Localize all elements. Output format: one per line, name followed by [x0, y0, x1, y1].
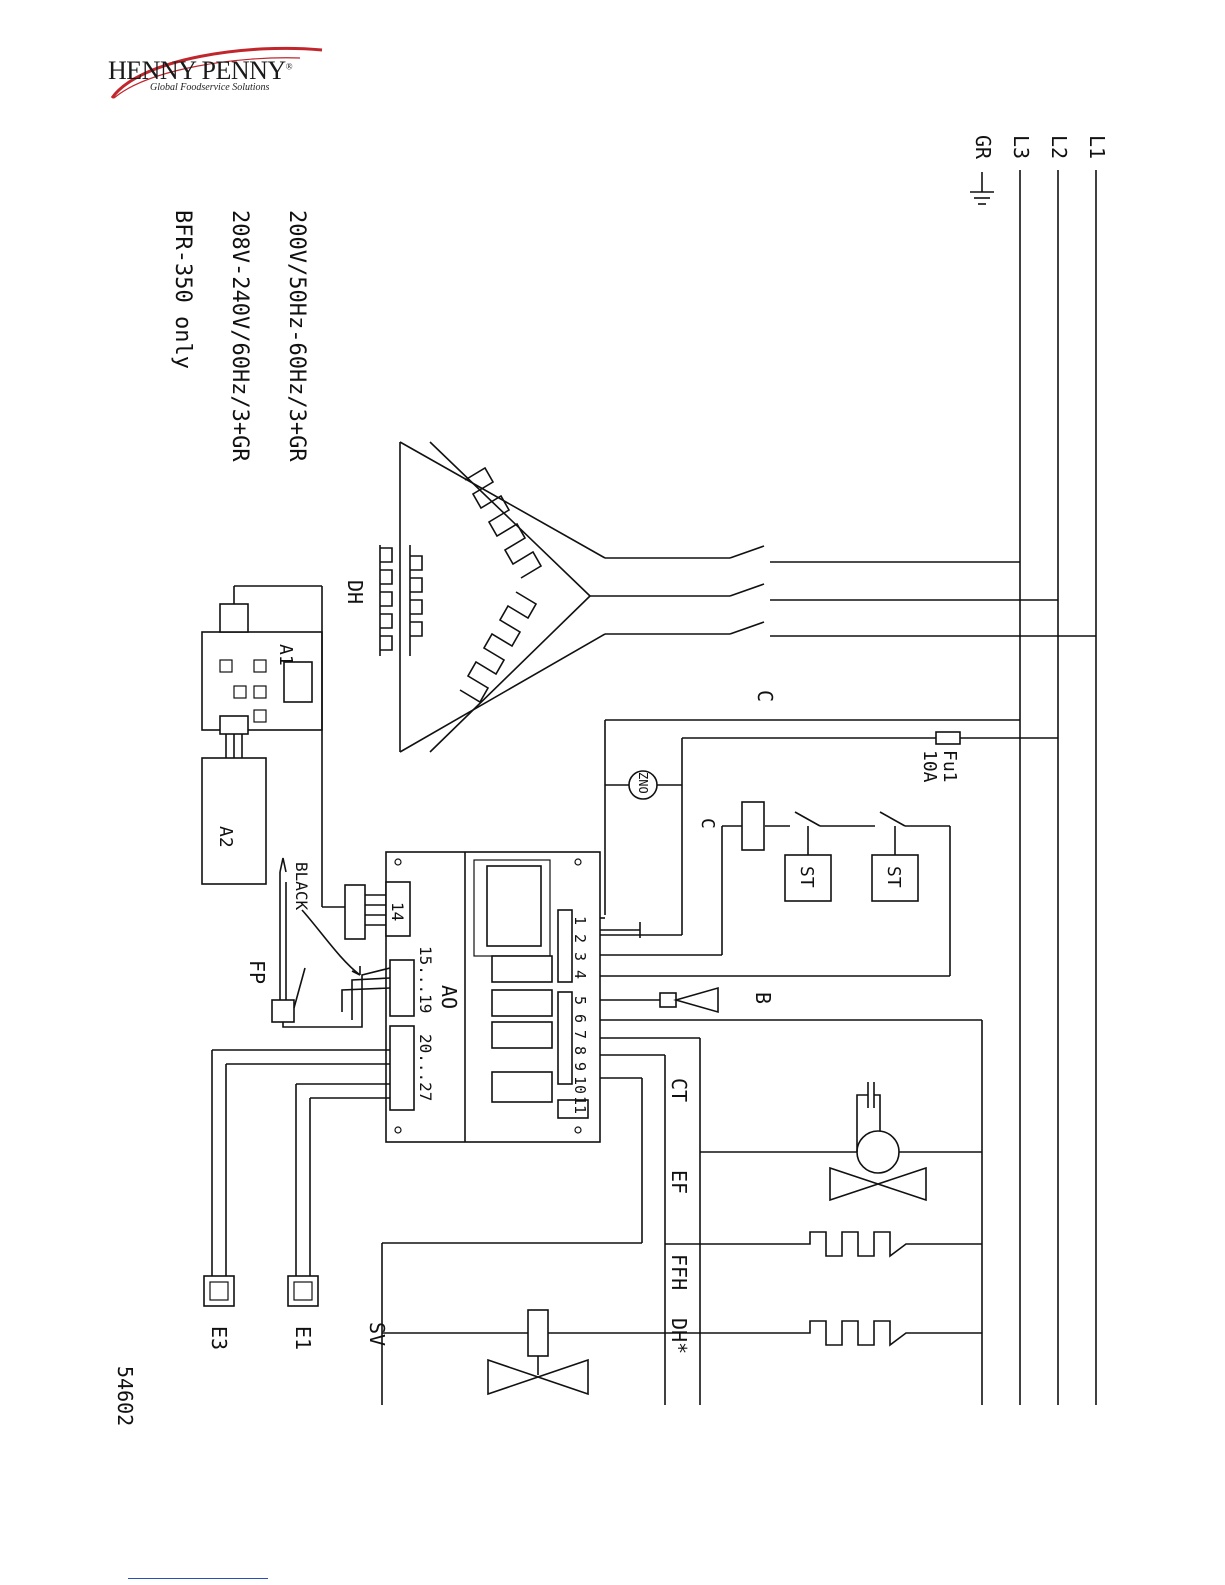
- contactor-coil-label: C: [697, 818, 718, 829]
- board-a2-label: A2: [215, 826, 236, 848]
- svg-text:7: 7: [571, 1030, 589, 1039]
- contactor-coil-icon: [742, 802, 764, 850]
- svg-text:4: 4: [571, 970, 589, 979]
- controller-label: AO: [437, 985, 461, 1009]
- svg-text:6: 6: [571, 1014, 589, 1023]
- ground-symbol-icon: [970, 172, 994, 204]
- terminal-strip-1-4: [558, 910, 572, 982]
- varistor-label: ZNO: [636, 772, 650, 794]
- heater-dh: [380, 545, 422, 656]
- terminals-15-19-label: 15...19: [416, 946, 435, 1013]
- thermostat-1-label: ST: [883, 866, 904, 888]
- controller-display: [487, 866, 541, 946]
- fuse-label: Fu1: [939, 750, 960, 783]
- sv-label: SV: [365, 1322, 389, 1346]
- heater-ffh-icon: [665, 1232, 982, 1256]
- label-gr: GR: [971, 135, 995, 160]
- heater-delta: [400, 442, 605, 752]
- food-probe-label: FP: [245, 960, 269, 984]
- terminal-block-15-19: [390, 960, 414, 1016]
- sensor-e3-icon: [204, 1276, 234, 1306]
- svg-text:11: 11: [571, 1096, 589, 1114]
- label-l1: L1: [1085, 135, 1109, 159]
- fuse-icon: [936, 732, 960, 744]
- svg-text:5: 5: [571, 996, 589, 1005]
- ffh-label: FFH: [667, 1254, 691, 1290]
- svg-text:1: 1: [571, 916, 589, 925]
- heater-dh-label: DH: [343, 580, 367, 604]
- svg-text:8: 8: [571, 1046, 589, 1055]
- sensor-e3-label: E3: [207, 1326, 231, 1350]
- svg-text:2: 2: [571, 934, 589, 943]
- supply-lines: [1020, 170, 1096, 1405]
- fan-motor-icon: [700, 1082, 982, 1200]
- terminal-strip-5-11: [558, 992, 572, 1084]
- svg-text:9: 9: [571, 1062, 589, 1071]
- wire-black-label: BLACK: [292, 862, 311, 911]
- label-l3: L3: [1009, 135, 1033, 159]
- board-a2: [202, 758, 266, 884]
- solenoid-valve-icon: [488, 1310, 588, 1394]
- terminals-20-27-label: 20...27: [416, 1034, 435, 1101]
- sensor-e1-label: E1: [291, 1326, 315, 1350]
- supply-labels: L1 L2 L3 GR: [971, 135, 1109, 160]
- fuse-rating: 10A: [919, 750, 940, 783]
- footer-rule: [128, 1578, 268, 1579]
- buzzer-label: B: [751, 992, 775, 1004]
- terminal-block-20-27: [390, 1026, 414, 1110]
- label-l2: L2: [1047, 135, 1071, 159]
- svg-text:3: 3: [571, 952, 589, 961]
- contactor-label: C: [753, 690, 777, 702]
- drawing-number: 54602: [113, 1366, 137, 1426]
- thermostat-2-label: ST: [796, 866, 817, 888]
- ef-label: EF: [667, 1170, 691, 1194]
- sensor-e1-icon: [288, 1276, 318, 1306]
- voltage-note-3: BFR-350 only: [170, 210, 195, 369]
- ct-label: CT: [667, 1078, 691, 1102]
- svg-text:10: 10: [571, 1076, 589, 1094]
- dh-star-label: DH*: [667, 1318, 691, 1354]
- voltage-note-1: 200V/50Hz-60Hz/3+GR: [284, 210, 309, 462]
- connector-14-label: 14: [388, 902, 407, 921]
- voltage-note-2: 208V-240V/60Hz/3+GR: [227, 210, 252, 462]
